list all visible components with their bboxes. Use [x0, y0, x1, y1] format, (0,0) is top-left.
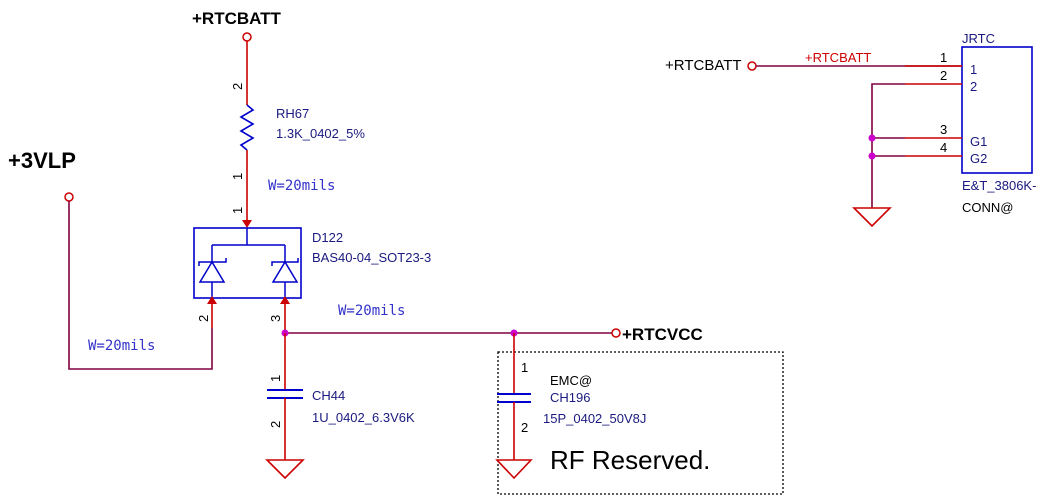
jrtc-ground-junction-2: [868, 152, 876, 160]
ch44-pin2-number: 2: [268, 421, 283, 428]
jrtc-pin1-name: 1: [970, 62, 977, 77]
d122-pin1-number: 1: [230, 207, 245, 214]
rtcbatt-wire-label: +RTCBATT: [805, 50, 871, 65]
jrtc-ground-junction-1: [868, 134, 876, 142]
jrtc-pin4-name: G2: [970, 151, 987, 166]
d122-pin1-arrow: [242, 220, 252, 228]
rtcbatt-conn-port-label: +RTCBATT: [665, 57, 742, 74]
rh67-pin1-number: 1: [230, 173, 245, 180]
ch44-ref-label: CH44: [312, 388, 345, 403]
d122-pin2-number: 2: [196, 315, 211, 322]
jrtc-pin1-number: 1: [940, 50, 947, 65]
ch44-pin1-number: 1: [268, 375, 283, 382]
rh67-value-label: 1.3K_0402_5%: [276, 126, 365, 141]
d122-pin2-arrow: [207, 296, 217, 304]
jrtc-pin2-number: 2: [940, 68, 947, 83]
rtcbatt-top-port-circle: [242, 32, 252, 42]
ch196-ref-label: CH196: [550, 390, 590, 405]
width-note-rtcvcc: W=20mils: [338, 303, 405, 319]
width-note-vlp: W=20mils: [88, 338, 155, 354]
d122-pin3-number: 3: [268, 315, 283, 322]
jrtc-pin3-name: G1: [970, 134, 987, 149]
jrtc-part-label: E&T_3806K-: [962, 178, 1036, 193]
ch196-pin1-number: 1: [521, 360, 528, 375]
rf-reserved-box: [497, 351, 784, 495]
d122-diode-package: [193, 227, 302, 299]
rtcbatt-top-label: +RTCBATT: [192, 9, 282, 28]
jrtc-pin4-number: 4: [940, 140, 947, 155]
d122-value-label: BAS40-04_SOT23-3: [312, 250, 431, 265]
rh67-resistor-zigzag: [239, 104, 255, 151]
jrtc-connector-body: [961, 46, 1033, 174]
d122-pin3-arrow: [280, 296, 290, 304]
d122-left-diode-triangle: [198, 260, 226, 283]
jrtc-pin3-number: 3: [940, 122, 947, 137]
rh67-ref-label: RH67: [276, 106, 309, 121]
rtcvcc-power-label: +RTCVCC: [622, 325, 703, 344]
jrtc-option-label: CONN@: [962, 200, 1013, 215]
rtcbatt-conn-port-circle: [747, 61, 757, 71]
jrtc-ground-symbol: [852, 207, 892, 228]
d122-ref-label: D122: [312, 230, 343, 245]
vlp-port-circle: [64, 192, 74, 202]
vlp-power-label: +3VLP: [8, 148, 76, 173]
ch196-pin2-number: 2: [521, 420, 528, 435]
d122-right-diode-triangle: [271, 260, 299, 283]
ch44-value-label: 1U_0402_6.3V6K: [312, 410, 415, 425]
rh67-pin2-number: 2: [230, 83, 245, 90]
jrtc-ground-net-wire: [871, 83, 905, 208]
rtcbatt-power-port-top: +RTCBATT: [192, 9, 282, 42]
jrtc-ref-label: JRTC: [962, 31, 995, 46]
ch196-value-label: 15P_0402_50V8J: [543, 411, 646, 426]
jrtc-pin2-name: 2: [970, 79, 977, 94]
width-note-resistor: W=20mils: [268, 178, 335, 194]
rtcvcc-port-circle: [611, 328, 621, 338]
ch196-option-label: EMC@: [550, 373, 592, 388]
ch44-ground-symbol: [265, 459, 305, 480]
rf-reserved-label: RF Reserved.: [550, 445, 710, 475]
ch196-ground-symbol: [495, 459, 533, 480]
vlp-net-wire: [68, 201, 213, 370]
